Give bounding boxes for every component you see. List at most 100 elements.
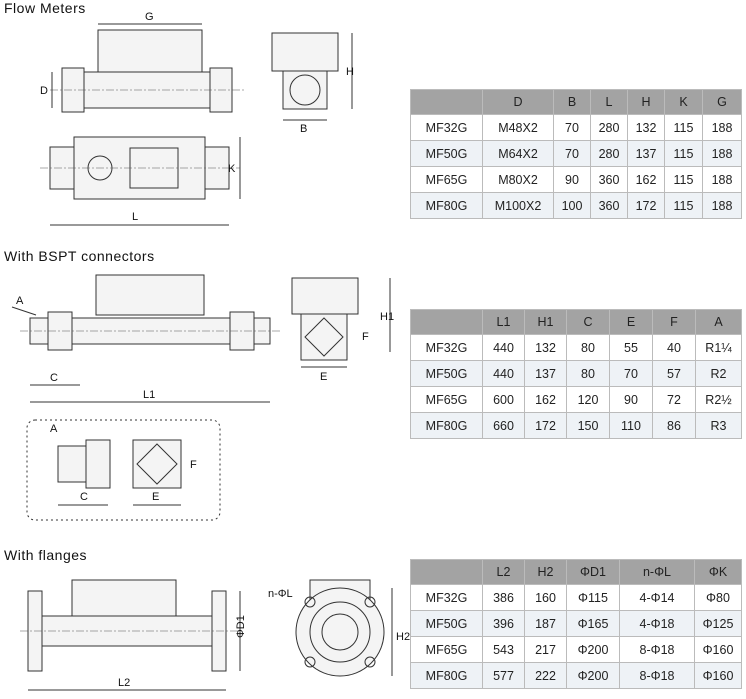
table-cell: Φ115	[566, 584, 620, 611]
table-cell: 8-Φ18	[619, 662, 695, 689]
header: H1	[524, 309, 567, 335]
dim-H: H	[346, 66, 354, 78]
table-cell: 90	[609, 386, 653, 413]
bspt-end-view	[291, 277, 391, 368]
header: n-ΦL	[619, 559, 695, 585]
detail-dim-C: C	[80, 491, 88, 503]
table-cell: R2	[695, 360, 742, 387]
header: ΦK	[694, 559, 742, 585]
table-cell: 188	[702, 166, 742, 193]
table-cell: 100	[553, 192, 591, 219]
table-cell: 72	[652, 386, 696, 413]
table-cell: 386	[482, 584, 525, 611]
table-cell: 70	[553, 114, 591, 141]
dim-H2: H2	[396, 631, 410, 643]
table-cell: 120	[566, 386, 610, 413]
header: A	[695, 309, 742, 335]
table-cell: 660	[482, 412, 525, 439]
table-cell: 160	[524, 584, 567, 611]
table-cell: 600	[482, 386, 525, 413]
header: G	[702, 89, 742, 115]
table-cell: 150	[566, 412, 610, 439]
table-cell: MF80G	[410, 662, 483, 689]
section-title-bspt: With BSPT connectors	[4, 248, 155, 264]
table-cell: 396	[482, 610, 525, 637]
detail-box	[26, 419, 221, 521]
table-cell: 172	[524, 412, 567, 439]
header: D	[482, 89, 554, 115]
table-cell: 132	[627, 114, 665, 141]
section-title-flanges: With flanges	[4, 547, 88, 563]
table-cell: Φ160	[694, 636, 742, 663]
table-cell: 360	[590, 192, 628, 219]
header: ΦD1	[566, 559, 620, 585]
table-cell: 40	[652, 334, 696, 361]
table-cell: 360	[590, 166, 628, 193]
table-cell: 115	[664, 114, 703, 141]
table-cell: 4-Φ14	[619, 584, 695, 611]
table-cell: M48X2	[482, 114, 554, 141]
table-cell: 188	[702, 114, 742, 141]
table-cell: R1¼	[695, 334, 742, 361]
dim-D: D	[40, 85, 48, 97]
header: H	[627, 89, 665, 115]
table-cell: 137	[627, 140, 665, 167]
flange-end-view	[295, 579, 393, 677]
label-A: A	[16, 295, 24, 307]
dim-B: B	[300, 123, 307, 135]
table-cell: 187	[524, 610, 567, 637]
table-cell: 132	[524, 334, 567, 361]
table-cell: 137	[524, 360, 567, 387]
header	[410, 559, 483, 585]
table-cell: 440	[482, 360, 525, 387]
table-cell: 162	[524, 386, 567, 413]
table-cell: 115	[664, 140, 703, 167]
table-cell: 115	[664, 192, 703, 219]
header	[410, 309, 483, 335]
header: E	[609, 309, 653, 335]
table-cell: 8-Φ18	[619, 636, 695, 663]
table-cell: 543	[482, 636, 525, 663]
table-cell: MF80G	[410, 412, 483, 439]
table-cell: MF65G	[410, 386, 483, 413]
table-cell: MF80G	[410, 192, 483, 219]
dim-C: C	[50, 372, 58, 384]
header: K	[664, 89, 703, 115]
table-cell: R3	[695, 412, 742, 439]
table-cell: 70	[609, 360, 653, 387]
table-cell: MF32G	[410, 114, 483, 141]
dim-K: K	[228, 163, 236, 175]
table-cell: 172	[627, 192, 665, 219]
table-cell: MF50G	[410, 140, 483, 167]
table-cell: M80X2	[482, 166, 554, 193]
flow-meter-end-view	[271, 32, 353, 121]
detail-dim-E: E	[152, 491, 159, 503]
table-cell: 222	[524, 662, 567, 689]
table-cell: Φ80	[694, 584, 742, 611]
table-cell: MF32G	[410, 584, 483, 611]
table-cell: 280	[590, 140, 628, 167]
table-cell: 115	[664, 166, 703, 193]
dim-L2: L2	[118, 677, 130, 689]
header: H2	[524, 559, 567, 585]
header: B	[553, 89, 591, 115]
header: L2	[482, 559, 525, 585]
table-cell: R2½	[695, 386, 742, 413]
table-cell: MF65G	[410, 166, 483, 193]
table-cell: Φ165	[566, 610, 620, 637]
table-cell: M100X2	[482, 192, 554, 219]
dim-E: E	[320, 371, 327, 383]
header: L	[590, 89, 628, 115]
table-cell: 55	[609, 334, 653, 361]
